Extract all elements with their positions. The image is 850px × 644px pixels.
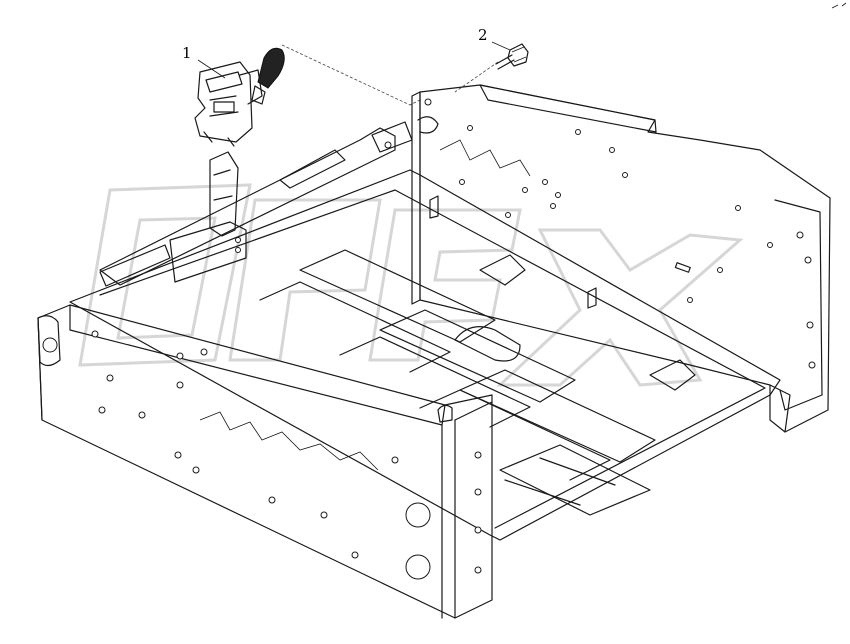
frame-back-panel: [411, 84, 831, 433]
striker-bracket: [169, 151, 247, 283]
watermark-logo: [78, 183, 744, 387]
frame-floor: [69, 169, 781, 541]
corner-marks: [831, 2, 847, 9]
callout-2: 2: [478, 26, 488, 44]
latch-assembly-part-1: [194, 47, 285, 147]
frame-left-rail: [99, 121, 413, 287]
callout-1: 1: [182, 44, 192, 62]
bolt-part-2: [495, 43, 529, 70]
frame-front-panel: [37, 304, 493, 619]
